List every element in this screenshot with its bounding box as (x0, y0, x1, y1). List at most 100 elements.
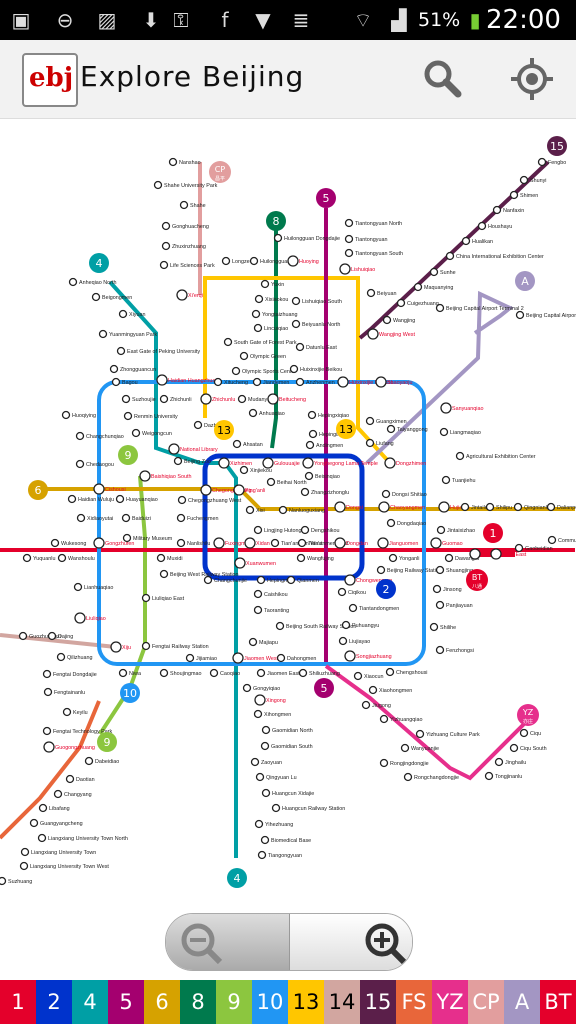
locate-icon[interactable] (509, 56, 555, 102)
station[interactable]: Nanlishilu (176, 538, 211, 548)
station[interactable]: Hujialou (438, 501, 469, 513)
legend-line-bt[interactable]: BT (540, 980, 576, 1024)
station[interactable]: Changchunjie (203, 575, 247, 585)
station[interactable]: Dengshikou (300, 525, 340, 535)
station[interactable]: Ahsatan (232, 439, 263, 449)
station-marker[interactable] (490, 548, 502, 560)
station-marker[interactable] (403, 772, 413, 782)
station-marker[interactable] (386, 518, 396, 528)
station-marker[interactable] (307, 410, 317, 420)
station[interactable]: Qingnianlu (513, 502, 550, 512)
station-marker[interactable] (161, 221, 171, 231)
station[interactable]: South Gate of Forest Park (223, 337, 297, 347)
station-marker[interactable] (438, 501, 450, 513)
station[interactable]: Shoujingmao (159, 668, 202, 678)
station[interactable]: Dahongmen (276, 653, 317, 663)
station[interactable]: Sihui (469, 548, 493, 560)
station-marker[interactable] (381, 489, 391, 499)
station-marker[interactable] (233, 484, 245, 496)
station-marker[interactable] (20, 847, 30, 857)
station-marker[interactable] (253, 709, 263, 719)
station[interactable]: Liangxiang University Town (20, 847, 97, 857)
station[interactable]: Dongsi (334, 501, 363, 513)
station-marker[interactable] (109, 364, 119, 374)
station-marker[interactable] (368, 685, 378, 695)
station[interactable]: Yonghegong Lama Temple (302, 457, 378, 469)
station-marker[interactable] (469, 548, 481, 560)
station-marker[interactable] (73, 582, 83, 592)
station-marker[interactable] (430, 537, 442, 549)
station[interactable]: Hepingxiqiao (307, 410, 350, 420)
station[interactable]: Xitucheng (213, 377, 248, 387)
station-marker[interactable] (348, 603, 358, 613)
station-marker[interactable] (300, 487, 310, 497)
station[interactable]: Huangcun Xidajie (261, 788, 315, 798)
line-badge[interactable]: 13 (336, 419, 356, 439)
station[interactable]: Xi'erqi (176, 289, 203, 301)
station-marker[interactable] (84, 756, 94, 766)
line-badge[interactable]: 1 (483, 523, 503, 543)
station[interactable]: Maquanying (413, 282, 454, 292)
station-marker[interactable] (131, 428, 141, 438)
station-marker[interactable] (255, 772, 265, 782)
legend-line-cp[interactable]: CP (468, 980, 504, 1024)
station[interactable]: Huoqiying (61, 410, 96, 420)
legend-line-10[interactable]: 10 (252, 980, 288, 1024)
station[interactable]: Haidian Huangzhuang (156, 374, 221, 386)
station[interactable]: Jintaixizhao (436, 525, 476, 535)
station-marker[interactable] (185, 653, 195, 663)
station[interactable]: Nanfaxin (492, 205, 525, 215)
station[interactable]: Dalianpo (546, 502, 576, 512)
station-marker[interactable] (156, 374, 168, 386)
station[interactable]: Anzhenmen (295, 377, 335, 387)
station-marker[interactable] (61, 410, 71, 420)
station-marker[interactable] (261, 788, 271, 798)
station[interactable]: Songjiazhuang (344, 650, 392, 662)
station-marker[interactable] (334, 501, 346, 513)
line-badge[interactable]: 13 (214, 420, 234, 440)
station-marker[interactable] (295, 342, 305, 352)
station[interactable]: Andingmen (305, 440, 344, 450)
station-marker[interactable] (249, 256, 259, 266)
station[interactable]: Wangfujing (296, 553, 334, 563)
station[interactable]: Qianmen (286, 575, 319, 585)
station[interactable]: Hepinglibeijie (308, 429, 352, 439)
station-marker[interactable] (22, 553, 32, 563)
station[interactable]: Fuchengmen (176, 513, 219, 523)
station-marker[interactable] (173, 456, 183, 466)
station[interactable]: Ciqu South (509, 743, 547, 753)
zoom-in-button[interactable] (289, 914, 412, 970)
station-marker[interactable] (271, 803, 281, 813)
station-marker[interactable] (382, 315, 392, 325)
station-marker[interactable] (260, 835, 270, 845)
station[interactable]: Cuigezhuang (396, 298, 439, 308)
station-marker[interactable] (396, 298, 406, 308)
station[interactable]: Beijing Capital Airport Terminal 3 (515, 310, 576, 320)
station[interactable]: Life Sciences Park (159, 260, 215, 270)
station[interactable]: Lianhuaqiao (73, 582, 114, 592)
station[interactable]: Shiliuzhuang (298, 668, 340, 678)
station-marker[interactable] (68, 277, 78, 287)
station-marker[interactable] (278, 505, 288, 515)
station[interactable]: Xixiaokou (254, 294, 289, 304)
station-marker[interactable] (547, 535, 557, 545)
station[interactable]: Panjiayuan (435, 600, 473, 610)
legend-line-15[interactable]: 15 (360, 980, 396, 1024)
station-marker[interactable] (122, 533, 132, 543)
station-marker[interactable] (213, 377, 223, 387)
station-marker[interactable] (176, 513, 186, 523)
station[interactable]: Dongsi Shitiao (381, 489, 427, 499)
station[interactable]: Bagou (111, 377, 138, 387)
station[interactable]: Chegongzhuang (200, 484, 252, 496)
station-marker[interactable] (254, 694, 266, 706)
station-marker[interactable] (256, 668, 266, 678)
station[interactable]: Shilihe (429, 622, 457, 632)
station-marker[interactable] (513, 502, 523, 512)
station[interactable]: Suzhoujie (121, 394, 156, 404)
station-marker[interactable] (200, 484, 212, 496)
station[interactable]: Shuangjing (435, 565, 473, 575)
station-marker[interactable] (203, 575, 213, 585)
station-marker[interactable] (254, 819, 264, 829)
